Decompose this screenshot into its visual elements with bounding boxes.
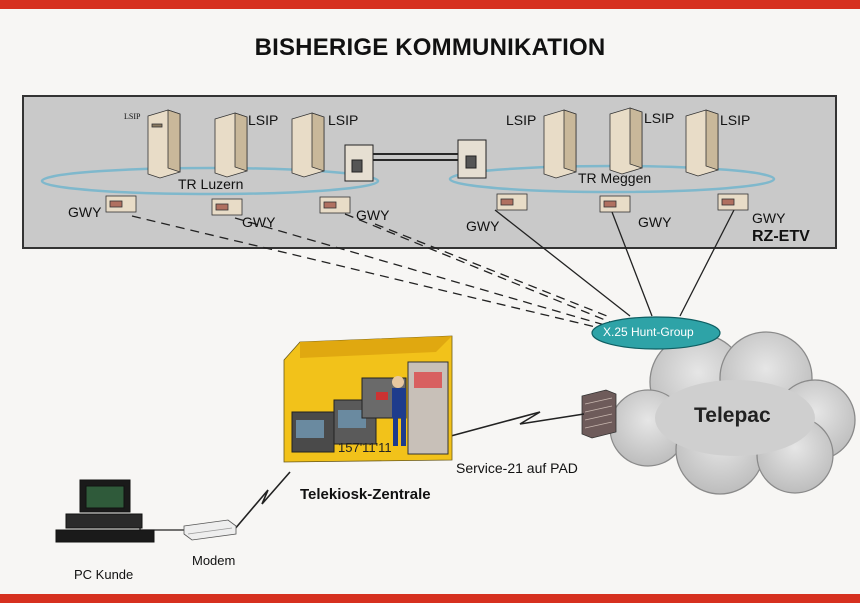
gwy-label-4: GWY <box>466 218 500 234</box>
telekiosk-label: Telekiosk-Zentrale <box>300 486 431 503</box>
top-red-bar <box>0 0 860 9</box>
link-pc-modem <box>139 522 184 531</box>
dashed-gateway-links <box>131 213 613 331</box>
lsip-label-5: LSIP <box>644 110 675 126</box>
diagram-title: BISHERIGE KOMMUNIKATION <box>254 34 606 61</box>
pad-rack <box>581 389 617 439</box>
ring-tr-luzern <box>40 166 380 196</box>
lsip-label-4: LSIP <box>506 112 537 128</box>
service-label: Service-21 auf PAD <box>456 460 578 476</box>
hunt-group-label: X.25 Hunt-Group <box>603 325 694 339</box>
lsip-label-1: LSIP <box>124 112 141 121</box>
ring-label-tr-meggen: TR Meggen <box>578 170 652 186</box>
pc-label: PC Kunde <box>74 567 134 582</box>
link-modem-kiosk <box>233 471 291 531</box>
gwy-label-2: GWY <box>242 214 276 230</box>
ring-label-tr-luzern: TR Luzern <box>178 176 244 192</box>
link-kiosk-pad <box>435 411 585 441</box>
gateway-devices <box>105 193 749 216</box>
lsip-label-2: LSIP <box>248 112 279 128</box>
telekiosk-scene <box>283 335 453 463</box>
lsip-label-6: LSIP <box>720 112 751 128</box>
pc-computer <box>55 479 155 543</box>
rz-etv-label: RZ-ETV <box>752 228 810 245</box>
gwy-label-5: GWY <box>638 214 672 230</box>
hunt-group-node <box>591 316 721 350</box>
lsip-label-3: LSIP <box>328 112 359 128</box>
modem-device <box>183 519 237 541</box>
lsip-server-towers <box>147 107 719 179</box>
modem-label: Modem <box>192 553 236 568</box>
gwy-label-3: GWY <box>356 207 390 223</box>
gwy-label-1: GWY <box>68 204 102 220</box>
gwy-label-6: GWY <box>752 210 786 226</box>
bridge-devices <box>344 139 487 182</box>
telepac-label: Telepac <box>694 404 771 427</box>
bottom-red-bar <box>0 594 860 603</box>
solid-gateway-links <box>494 207 736 317</box>
kiosk-number: 157'11'11 <box>338 440 392 455</box>
